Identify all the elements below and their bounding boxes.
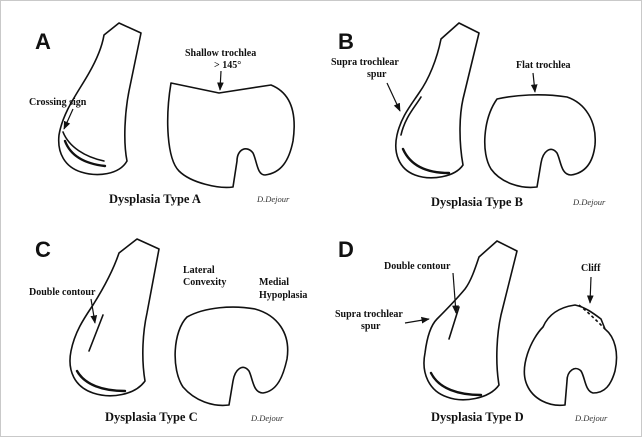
panel-d-double-contour-label: Double contour: [384, 261, 451, 272]
panel-b-spur-label-2: spur: [367, 69, 387, 80]
panel-c: C Double contour Lateral Convexity Media…: [29, 237, 307, 424]
panel-c-lateral-label-1: Lateral: [183, 265, 215, 276]
panel-b-spur-label-1: Supra trochlear: [331, 57, 399, 68]
panel-a-letter: A: [35, 29, 51, 54]
panel-b-flat-arrow: [533, 73, 535, 92]
panel-d-spur-label-1: Supra trochlear: [335, 309, 403, 320]
panel-c-signature: D.Dejour: [250, 413, 284, 423]
panel-a-signature: D.Dejour: [256, 194, 290, 204]
panel-d-double-contour-arrow: [453, 273, 456, 313]
panel-d-cliff-dashed-line: [579, 305, 605, 329]
panel-b-caption: Dysplasia Type B: [431, 195, 523, 209]
panel-b-letter: B: [338, 29, 354, 54]
panel-a-condyle-line: [63, 132, 104, 161]
panel-d-spur-arrow: [405, 319, 429, 323]
panel-d: D Double contour Supra trochlear spur Cl…: [335, 237, 617, 424]
panel-c-femur-lateral: [70, 239, 159, 396]
panel-b-flat-label: Flat trochlea: [516, 60, 571, 71]
panel-b-spur-arrow: [387, 83, 400, 111]
panel-d-trochlea-line: [431, 373, 481, 395]
panel-d-femur-axial: [524, 305, 616, 405]
panel-d-double-contour-line: [449, 307, 459, 339]
panel-c-medial-label-1: Medial: [259, 277, 289, 288]
panel-c-femur-axial: [175, 307, 288, 405]
panel-a-caption: Dysplasia Type A: [109, 192, 201, 206]
panel-b-signature: D.Dejour: [572, 197, 606, 207]
panel-c-letter: C: [35, 237, 51, 262]
panel-d-spur-label-2: spur: [361, 321, 381, 332]
panel-b-femur-axial: [485, 95, 595, 188]
panel-a-shallow-label-2: > 145°: [214, 60, 241, 71]
panel-a-shallow-arrow: [220, 71, 221, 90]
panel-b-trochlea-line: [403, 149, 449, 173]
panel-a-femur-axial: [168, 83, 294, 187]
panel-a-shallow-label-1: Shallow trochlea: [185, 48, 256, 59]
panel-d-caption: Dysplasia Type D: [431, 410, 524, 424]
panel-a-crossing-arrow: [64, 109, 73, 129]
panel-c-lateral-label-2: Convexity: [183, 277, 226, 288]
panel-c-caption: Dysplasia Type C: [105, 410, 198, 424]
panel-c-medial-label-2: Hypoplasia: [259, 290, 307, 301]
panel-c-double-contour-line: [89, 315, 103, 351]
panel-d-letter: D: [338, 237, 354, 262]
panel-d-cliff-arrow: [590, 277, 591, 303]
panel-a-crossing-sign-label: Crossing sign: [29, 97, 87, 108]
panel-a: A Crossing sign Shallow trochlea > 145° …: [29, 23, 294, 206]
panel-d-cliff-label: Cliff: [581, 263, 601, 274]
panel-b-femur-lateral: [396, 23, 479, 178]
panel-c-double-contour-label: Double contour: [29, 287, 96, 298]
panel-d-signature: D.Dejour: [574, 413, 608, 423]
panel-b: B Supra trochlear spur Flat trochlea Dys…: [331, 23, 606, 209]
